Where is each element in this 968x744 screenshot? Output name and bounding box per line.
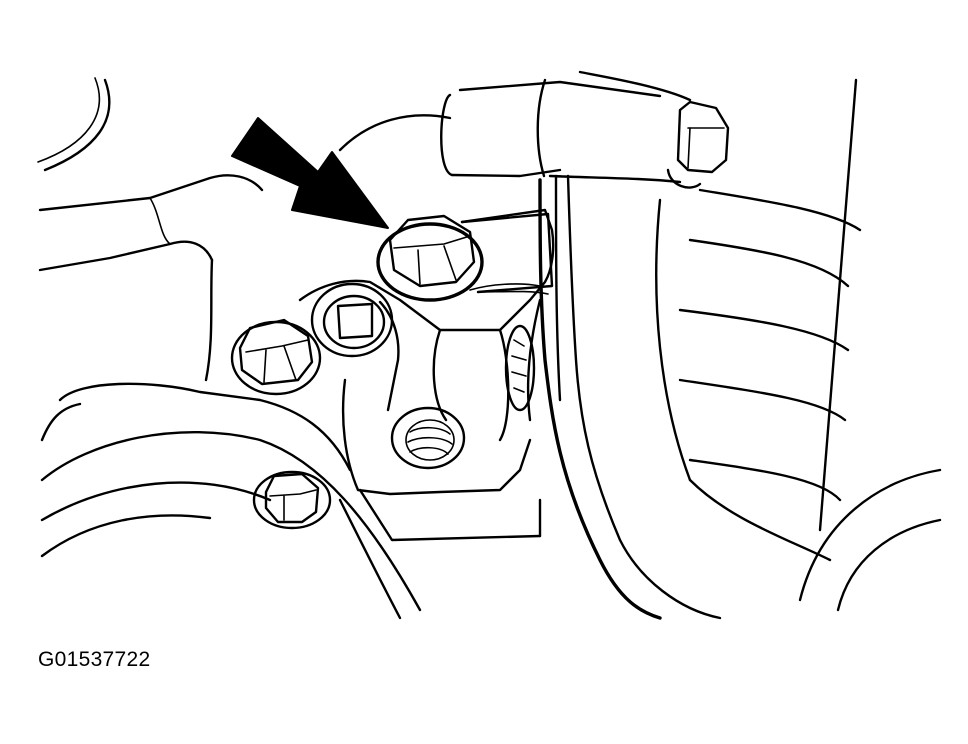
upper-pipe xyxy=(338,70,692,184)
bracket-plate xyxy=(298,208,555,542)
round-spacer xyxy=(310,282,394,358)
indicated-bolt xyxy=(376,212,554,302)
lower-left-bolt xyxy=(230,318,322,396)
threaded-hole xyxy=(390,406,466,470)
engine-line-drawing xyxy=(37,70,942,620)
small-lower-bolt xyxy=(252,470,332,530)
right-cylinder xyxy=(655,78,942,612)
side-hole xyxy=(504,324,536,412)
upper-left-housing xyxy=(37,77,264,382)
pointer-arrow xyxy=(231,117,389,229)
lower-left-housing xyxy=(40,382,422,620)
upper-right-bolt xyxy=(666,100,730,189)
bracket-rails xyxy=(526,174,722,620)
figure-code: G01537722 xyxy=(38,648,151,671)
